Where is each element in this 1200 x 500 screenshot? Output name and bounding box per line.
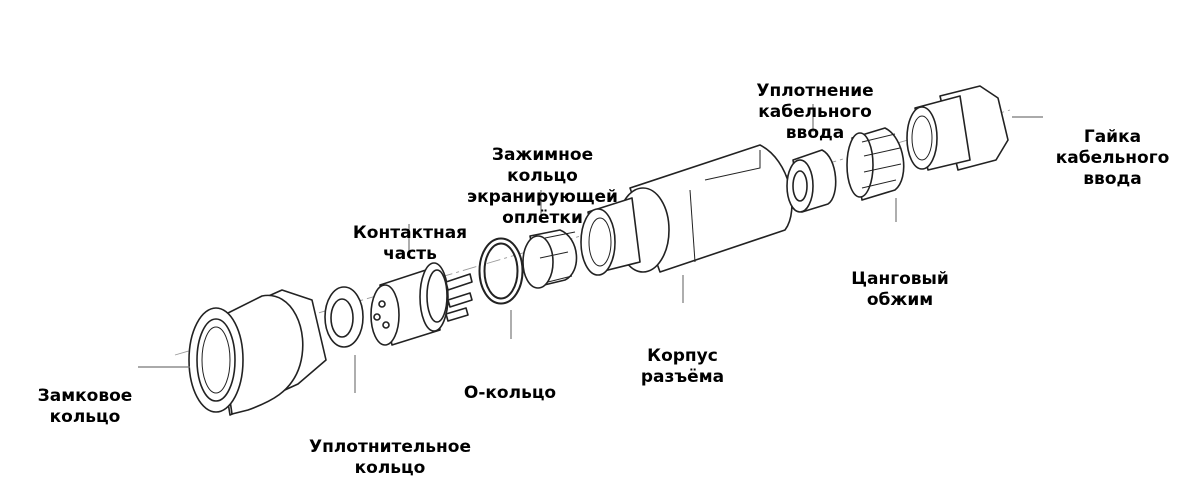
collet-part (846, 127, 905, 201)
label-o-ring: О-кольцо (463, 383, 557, 403)
seal-ring-part (324, 286, 364, 348)
cable-seal-part (786, 149, 837, 213)
diagram-drawing (138, 85, 1043, 416)
cable-nut-part (906, 85, 1009, 171)
shield-clamp-part (522, 229, 578, 289)
o-ring-part (478, 237, 524, 305)
connector-body-part (580, 144, 793, 276)
leader-lines (138, 104, 1043, 393)
contact-part (370, 262, 473, 346)
locking-ring-part (188, 289, 327, 416)
